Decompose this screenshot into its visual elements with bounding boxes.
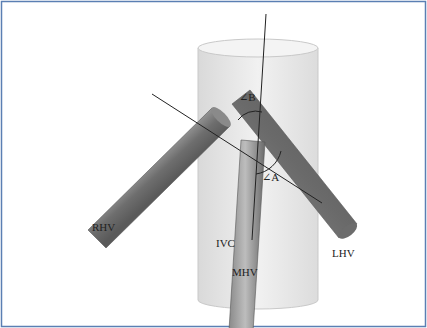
mhv-axis-line xyxy=(252,14,266,240)
angle-a-arc xyxy=(256,151,281,174)
rhv-tube xyxy=(88,104,234,248)
part-label: ∠B xyxy=(239,92,256,103)
angle-b-arc xyxy=(238,111,262,120)
part-label: IVC xyxy=(216,238,235,249)
part-label: MHV xyxy=(232,267,258,278)
part-label: LHV xyxy=(332,248,355,259)
part-label: RHV xyxy=(92,222,115,233)
lhv-axis-line xyxy=(152,94,322,203)
mhv-tube xyxy=(229,140,265,328)
part-label: ∠A xyxy=(262,172,279,183)
